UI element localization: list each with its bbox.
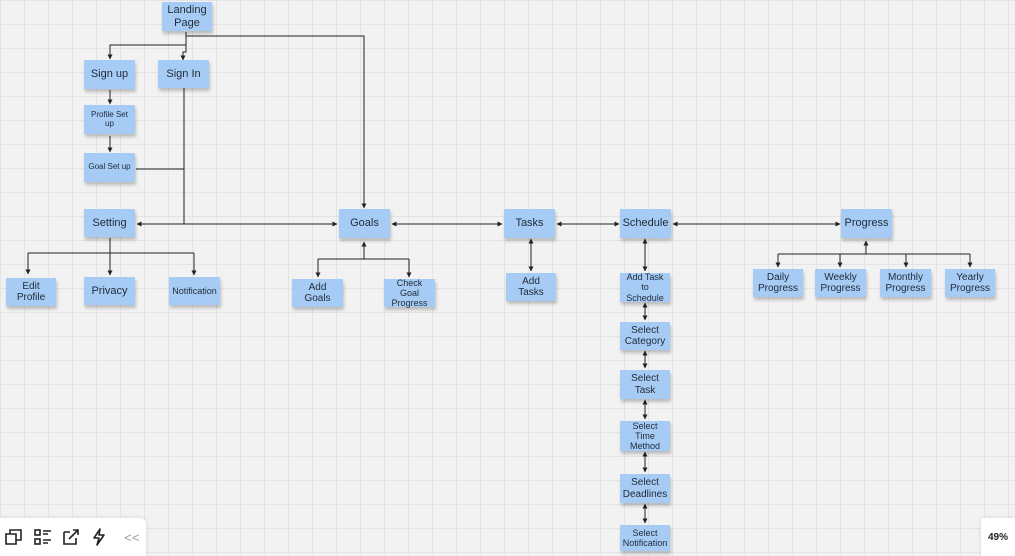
node-label: Sign In	[166, 67, 201, 80]
node-label: Progress	[844, 217, 889, 230]
share-icon	[63, 529, 79, 545]
node-monthly-progress[interactable]: Monthly Progress	[880, 269, 931, 297]
node-label: Sign up	[90, 68, 129, 81]
node-label: Add Tasks	[518, 275, 544, 298]
node-label: Select Task	[631, 373, 659, 396]
node-profile-setup[interactable]: Profile Set up	[84, 105, 135, 134]
node-label: Schedule	[622, 217, 669, 230]
connector-progress-daily	[778, 253, 970, 267]
node-select-category[interactable]: Select Category	[620, 322, 670, 350]
frames-icon	[5, 529, 23, 545]
node-label: Select Category	[624, 324, 666, 347]
collapse-icon: <<	[124, 529, 140, 545]
node-label: Daily Progress	[757, 271, 798, 294]
node-edit-profile[interactable]: Edit Profile	[6, 278, 56, 306]
node-goal-setup[interactable]: Goal Set up	[84, 153, 135, 182]
node-label: Landing Page	[167, 4, 207, 29]
node-label: Goals	[350, 217, 379, 230]
node-label: Notification	[172, 285, 217, 296]
node-check-goal-progress[interactable]: Check Goal Progress	[384, 277, 435, 309]
node-select-time-method[interactable]: Select Time Method	[620, 421, 670, 451]
connector-setting-editprofile	[28, 252, 194, 274]
node-weekly-progress[interactable]: Weekly Progress	[815, 269, 866, 297]
outline-button[interactable]	[28, 522, 56, 552]
zoom-indicator[interactable]: 49%	[981, 518, 1015, 556]
node-sign-up[interactable]: Sign up	[84, 60, 135, 89]
node-label: Profile Set up	[91, 109, 128, 128]
bottom-toolbar: <<	[0, 518, 146, 556]
node-label: Select Time Method	[629, 420, 661, 452]
connector-landing-signup	[107, 32, 187, 60]
node-label: Select Notification	[622, 527, 668, 548]
node-select-task[interactable]: Select Task	[620, 370, 670, 399]
node-label: Weekly Progress	[820, 271, 861, 294]
node-add-task-to-schedule[interactable]: Add Task to Schedule	[620, 272, 670, 303]
node-label: Tasks	[515, 217, 544, 230]
lightning-icon	[93, 528, 106, 546]
node-progress[interactable]: Progress	[841, 209, 892, 238]
node-label: Edit Profile	[16, 280, 46, 303]
node-label: Monthly Progress	[885, 271, 926, 294]
connector-goals-addgoals	[318, 258, 409, 277]
node-sign-in[interactable]: Sign In	[158, 60, 209, 88]
connector-goalsetup-goals	[136, 168, 338, 227]
node-landing-page[interactable]: Landing Page	[162, 2, 212, 31]
connector-landing-goals	[185, 35, 367, 209]
collapse-toolbar-button[interactable]: <<	[118, 522, 146, 552]
node-label: Yearly Progress	[949, 271, 990, 294]
node-tasks[interactable]: Tasks	[504, 209, 555, 238]
node-label: Goal Set up	[88, 162, 131, 172]
node-select-notification[interactable]: Select Notification	[620, 525, 670, 551]
node-yearly-progress[interactable]: Yearly Progress	[945, 269, 995, 297]
node-label: Add Task to Schedule	[626, 272, 664, 303]
connector-landing-signin	[180, 45, 187, 61]
lightning-button[interactable]	[85, 522, 113, 552]
node-daily-progress[interactable]: Daily Progress	[753, 269, 803, 297]
node-label: Add Goals	[304, 281, 331, 304]
node-add-tasks[interactable]: Add Tasks	[506, 273, 556, 301]
node-label: Privacy	[91, 284, 128, 297]
outline-icon	[33, 529, 51, 545]
node-notification[interactable]: Notification	[169, 277, 220, 305]
node-label: Check Goal Progress	[391, 277, 428, 309]
share-button[interactable]	[57, 522, 85, 552]
node-select-deadlines[interactable]: Select Deadlines	[620, 474, 670, 503]
node-label: Setting	[92, 216, 127, 229]
node-goals[interactable]: Goals	[339, 209, 390, 238]
zoom-level: 49%	[987, 531, 1008, 543]
node-schedule[interactable]: Schedule	[620, 209, 671, 238]
node-label: Select Deadlines	[622, 477, 668, 500]
node-add-goals[interactable]: Add Goals	[292, 279, 343, 307]
frames-button[interactable]	[0, 522, 28, 552]
node-setting[interactable]: Setting	[84, 209, 135, 237]
node-privacy[interactable]: Privacy	[84, 277, 135, 305]
